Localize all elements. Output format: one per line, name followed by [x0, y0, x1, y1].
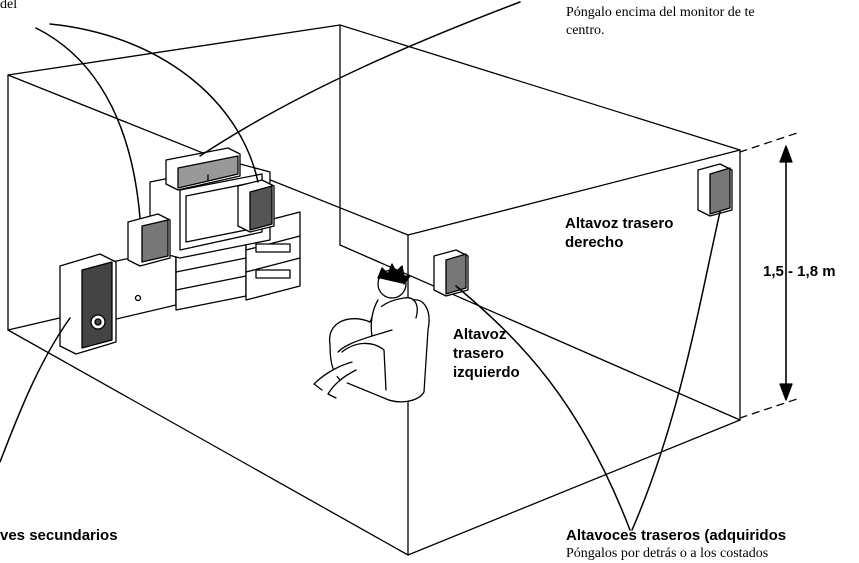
center-speaker-face — [177, 155, 239, 189]
center-speaker-note-line2: centro. — [566, 23, 605, 38]
front-speakers-callout-fragment: del — [0, 0, 18, 12]
callout-lines — [0, 1, 721, 531]
height-range-label: 1,5 - 1,8 m — [763, 263, 836, 280]
height-dimension — [739, 131, 801, 419]
front-speakers — [127, 179, 275, 267]
listener-in-armchair — [313, 263, 430, 403]
rear-right-speaker — [697, 163, 733, 217]
subwoofer-label-fragment: ves secundarios — [0, 527, 118, 544]
center-speaker-note-line1: Póngalo encima del monitor de te — [566, 5, 755, 20]
subwoofer — [59, 253, 117, 355]
arrow-down-icon — [779, 383, 793, 401]
rear-left-label-line3: izquierdo — [453, 364, 520, 381]
rear-purchased-label-line1: Altavoces traseros (adquiridos — [566, 527, 787, 544]
rear-left-speaker — [433, 249, 469, 297]
rear-purchased-label-line2: Póngalos por detrás o a los costados — [566, 546, 769, 561]
rear-right-label-line2: derecho — [565, 234, 624, 251]
rear-left-label-line1: Altavoz — [453, 326, 507, 343]
rear-left-label-line2: trasero — [453, 345, 504, 362]
arrow-up-icon — [779, 145, 793, 163]
rear-right-label-line1: Altavoz trasero — [565, 215, 674, 232]
